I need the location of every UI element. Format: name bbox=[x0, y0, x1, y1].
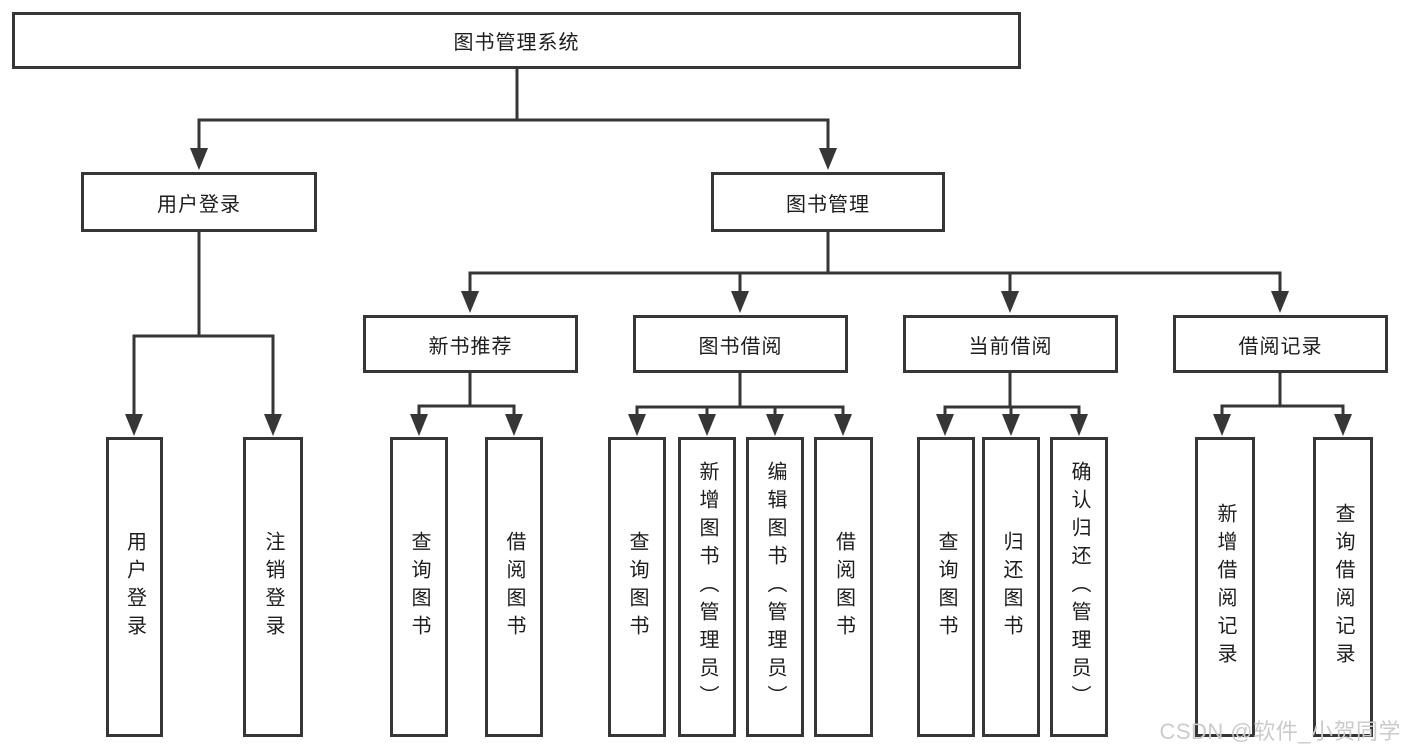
node-user-login: 用户登录 bbox=[81, 172, 317, 232]
node-records-query-record-label: 查询借阅记录 bbox=[1332, 503, 1354, 671]
node-borrowing-records-label: 借阅记录 bbox=[1238, 335, 1323, 358]
node-borrow-edit-books-admin: 编辑图书（管理员） bbox=[746, 437, 804, 737]
connector-user-login-to-leaves bbox=[132, 232, 275, 417]
node-current-confirm-return-admin-label: 确认归还（管理员） bbox=[1068, 461, 1090, 713]
node-borrowing-records: 借阅记录 bbox=[1173, 315, 1388, 373]
node-book-borrowing: 图书借阅 bbox=[633, 315, 848, 373]
node-current-query-books: 查询图书 bbox=[917, 437, 975, 737]
node-borrow-query-books-label: 查询图书 bbox=[626, 531, 648, 643]
node-recommend-query-books-label: 查询图书 bbox=[408, 531, 430, 643]
csdn-watermark: CSDN @软件_小贺同学 bbox=[1159, 719, 1401, 744]
node-records-add-record-label: 新增借阅记录 bbox=[1214, 503, 1236, 671]
node-current-confirm-return-admin: 确认归还（管理员） bbox=[1050, 437, 1108, 737]
connector-book-management-to-level3 bbox=[468, 232, 1282, 294]
node-leaf-user-login: 用户登录 bbox=[106, 437, 163, 737]
node-leaf-logout-label: 注销登录 bbox=[262, 531, 284, 643]
arrowheads bbox=[125, 148, 1352, 436]
node-recommend-query-books: 查询图书 bbox=[390, 437, 448, 737]
node-current-return-books-label: 归还图书 bbox=[1000, 531, 1022, 643]
node-recommend-borrow-books-label: 借阅图书 bbox=[503, 531, 525, 643]
node-records-add-record: 新增借阅记录 bbox=[1195, 437, 1255, 737]
node-borrow-borrow-books-label: 借阅图书 bbox=[832, 531, 855, 643]
node-leaf-logout: 注销登录 bbox=[243, 437, 303, 737]
connector-current-borrowing-to-leaves bbox=[943, 373, 1081, 417]
node-book-borrowing-label: 图书借阅 bbox=[698, 335, 783, 358]
node-borrow-add-books-admin-label: 新增图书（管理员） bbox=[696, 461, 718, 713]
node-recommend-borrow-books: 借阅图书 bbox=[485, 437, 543, 737]
node-borrow-edit-books-admin-label: 编辑图书（管理员） bbox=[764, 461, 786, 713]
node-book-management-label: 图书管理 bbox=[786, 193, 870, 216]
node-borrow-query-books: 查询图书 bbox=[608, 437, 666, 737]
node-borrow-borrow-books: 借阅图书 bbox=[814, 437, 873, 737]
node-current-borrowing-label: 当前借阅 bbox=[968, 335, 1053, 358]
node-current-borrowing: 当前借阅 bbox=[903, 315, 1118, 373]
node-user-login-label: 用户登录 bbox=[157, 193, 241, 216]
node-root: 图书管理系统 bbox=[12, 12, 1021, 69]
node-leaf-user-login-label: 用户登录 bbox=[123, 531, 146, 643]
node-records-query-record: 查询借阅记录 bbox=[1313, 437, 1373, 737]
node-current-return-books: 归还图书 bbox=[982, 437, 1040, 737]
node-new-book-recommendation: 新书推荐 bbox=[363, 315, 578, 373]
node-borrow-add-books-admin: 新增图书（管理员） bbox=[678, 437, 736, 737]
connector-root-to-level2 bbox=[197, 69, 830, 150]
node-current-query-books-label: 查询图书 bbox=[935, 531, 957, 643]
connector-book-borrowing-to-leaves bbox=[635, 373, 845, 417]
node-new-book-recommendation-label: 新书推荐 bbox=[428, 335, 513, 358]
node-root-label: 图书管理系统 bbox=[453, 32, 580, 54]
connector-new-book-recommendation-to-leaves bbox=[417, 373, 516, 417]
node-book-management: 图书管理 bbox=[711, 172, 945, 232]
connector-borrowing-records-to-leaves bbox=[1220, 373, 1345, 417]
